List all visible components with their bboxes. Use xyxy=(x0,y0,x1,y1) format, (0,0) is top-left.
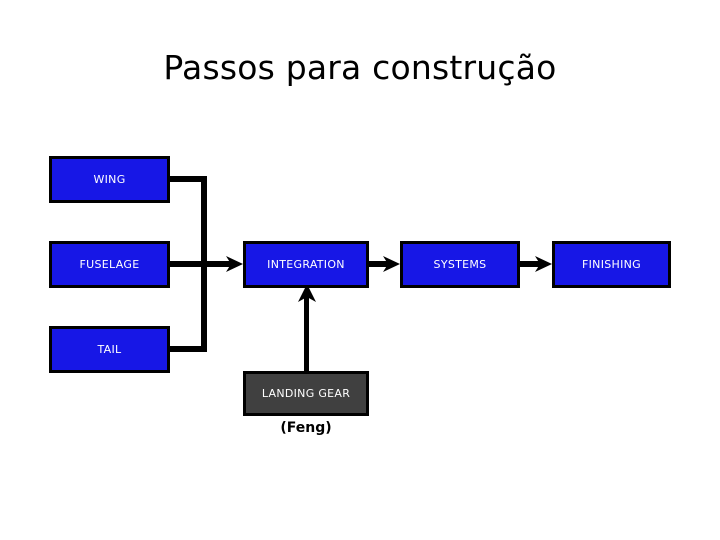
node-fuselage[interactable]: FUSELAGE xyxy=(49,241,170,288)
credit-note: (Feng) xyxy=(280,420,332,436)
arrowhead-into-systems xyxy=(383,256,400,272)
node-wing-label: WING xyxy=(93,172,126,186)
connector-systems-to-finishing xyxy=(518,261,540,267)
connector-tail-to-bus xyxy=(167,346,207,352)
node-landing-gear[interactable]: LANDING GEAR xyxy=(243,371,369,416)
arrowhead-into-finishing xyxy=(535,256,552,272)
node-landing-gear-label: LANDING GEAR xyxy=(261,386,351,400)
node-systems[interactable]: SYSTEMS xyxy=(400,241,520,288)
node-tail-label: TAIL xyxy=(97,342,122,356)
arrowhead-into-integration xyxy=(226,256,243,272)
node-finishing-label: FINISHING xyxy=(582,257,641,271)
page-title: Passos para construção xyxy=(163,48,557,87)
node-wing[interactable]: WING xyxy=(49,156,170,203)
node-systems-label: SYSTEMS xyxy=(433,257,487,271)
connector-fuselage-to-integration xyxy=(167,261,232,267)
arrowhead-into-integration-bottom xyxy=(298,284,316,302)
node-integration[interactable]: INTEGRATION xyxy=(243,241,369,288)
connector-wing-to-bus xyxy=(167,176,207,182)
node-fuselage-label: FUSELAGE xyxy=(79,257,140,271)
connector-landinggear-to-integration xyxy=(304,292,309,372)
connector-integration-to-systems xyxy=(366,261,388,267)
node-integration-label: INTEGRATION xyxy=(267,257,345,271)
node-finishing[interactable]: FINISHING xyxy=(552,241,671,288)
node-tail[interactable]: TAIL xyxy=(49,326,170,373)
